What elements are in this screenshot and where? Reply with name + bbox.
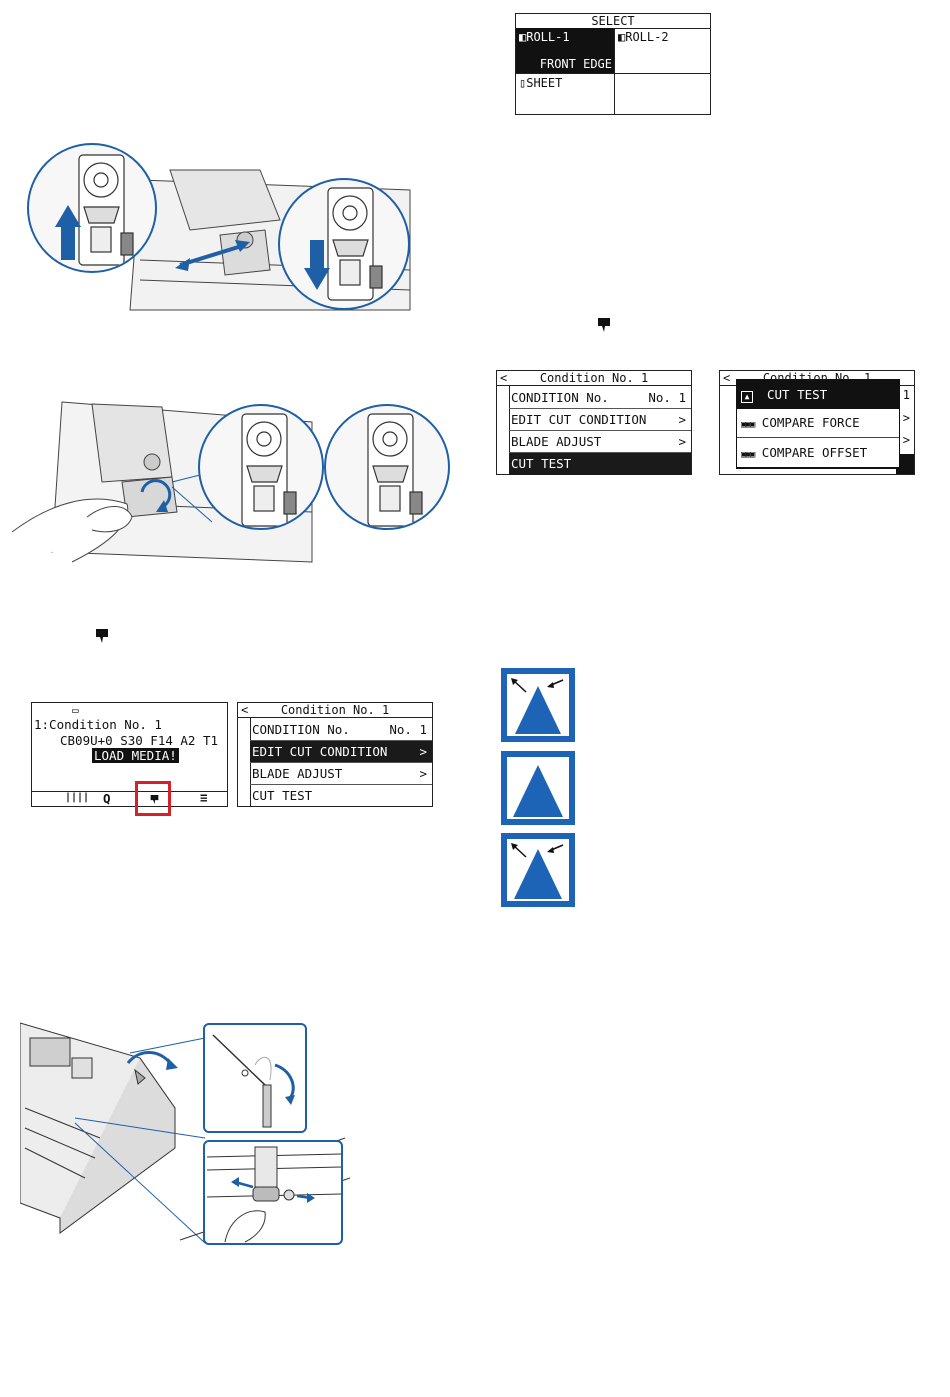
condition-menu-cut-test: < Condition No. 1 CONDITION No.No. 1 EDIT… [496, 370, 692, 475]
back-icon[interactable]: < [723, 371, 731, 385]
front-edge-label: FRONT EDGE [539, 57, 612, 71]
condition-detail-line: CB09U+0 S30 F14 A2 T1 [60, 733, 219, 748]
condition-menu-edit: < Condition No. 1 CONDITION No.No. 1 EDIT… [237, 702, 433, 807]
roll2-option[interactable]: ◧ROLL-2 [614, 28, 711, 73]
menu-item-cut-test[interactable]: CUT TEST [509, 453, 691, 475]
select-screen: SELECT ◧ROLL-1 FRONT EDGE ◧ROLL-2 ▯SHEET [515, 13, 711, 115]
menu-item-edit-cut-condition[interactable]: EDIT CUT CONDITION> [509, 409, 691, 431]
roll-icon: ◧ [618, 30, 626, 44]
menu-title: Condition No. 1 [280, 703, 390, 717]
sheet-label: SHEET [526, 76, 563, 90]
lever-down-detail [278, 178, 410, 310]
popup-compare-force[interactable]: ▣▣▣ COMPARE FORCE [737, 409, 899, 438]
lever-detail-box [203, 1023, 307, 1133]
cut-test-popup-screen: <Condition No. 1 1 > > ▲CUT TEST ▣▣▣ COM… [719, 370, 915, 475]
back-icon[interactable]: < [241, 703, 249, 717]
pinch-roller-lever-illustration [20, 140, 415, 315]
roller-detail-box [203, 1140, 343, 1245]
roll1-option[interactable]: ◧ROLL-1 FRONT EDGE [516, 28, 614, 73]
triple-triangle-icon: ▣▣▣ [741, 420, 755, 430]
home-screen: ▭ 1:Condition No. 1 CB09U+0 S30 F14 A2 T… [31, 702, 228, 807]
popup-cut-test[interactable]: ▲CUT TEST [737, 380, 899, 409]
menu-item-condition-no[interactable]: CONDITION No.No. 1 [250, 719, 432, 741]
menu-item-condition-no[interactable]: CONDITION No.No. 1 [509, 387, 691, 409]
roll2-label: ROLL-2 [625, 30, 669, 44]
select-title: SELECT [516, 14, 710, 29]
blade-detail-1 [198, 404, 324, 530]
blade-holder-illustration [11, 392, 452, 570]
sheet-option[interactable]: ▯SHEET [516, 73, 614, 115]
home-toolbar: |||| Q ≡ [32, 790, 227, 808]
condition-key-icon [95, 628, 109, 648]
menu-item-blade-adjust[interactable]: BLADE ADJUST> [509, 431, 691, 453]
cut-test-pattern-offset-icon [501, 833, 575, 907]
load-media-status: LOAD MEDIA! [92, 748, 179, 763]
triple-triangle-icon: ▣▣▣ [741, 450, 755, 460]
menu-item-edit-cut-condition[interactable]: EDIT CUT CONDITION> [250, 741, 432, 763]
condition-key-icon [597, 317, 611, 337]
menu-title: Condition No. 1 [539, 371, 649, 385]
blade-detail-2 [324, 404, 450, 530]
condition-key-icon[interactable] [150, 793, 159, 808]
roll1-label: ROLL-1 [526, 30, 570, 44]
menu-icon[interactable]: ≡ [200, 790, 208, 805]
pc-connection-icon: ▭ [72, 704, 79, 717]
popup-compare-offset[interactable]: ▣▣▣ COMPARE OFFSET [737, 438, 899, 467]
side-value-blade: > [902, 433, 910, 447]
menu-item-cut-test[interactable]: CUT TEST [252, 788, 313, 803]
plotter-media-lever-illustration [19, 1018, 352, 1250]
side-value-edit: > [902, 411, 910, 425]
condition-line: 1:Condition No. 1 [34, 717, 162, 732]
cut-test-popup: ▲CUT TEST ▣▣▣ COMPARE FORCE ▣▣▣ COMPARE … [736, 379, 900, 469]
sheet-icon: ▯ [519, 76, 527, 90]
single-triangle-icon: ▲ [741, 391, 753, 403]
cut-test-pattern-offset-icon [501, 668, 575, 742]
condition-key-highlight [135, 781, 171, 816]
cut-test-pattern-icon [501, 751, 575, 825]
back-icon[interactable]: < [500, 371, 508, 385]
side-value-condition: 1 [902, 388, 910, 402]
roll-icon: ◧ [519, 30, 527, 44]
barcode-icon[interactable]: |||| [65, 792, 90, 803]
quick-key-icon[interactable]: Q [103, 791, 111, 806]
menu-item-blade-adjust[interactable]: BLADE ADJUST> [250, 763, 432, 785]
lever-up-detail [27, 143, 157, 273]
empty-option [614, 73, 711, 115]
